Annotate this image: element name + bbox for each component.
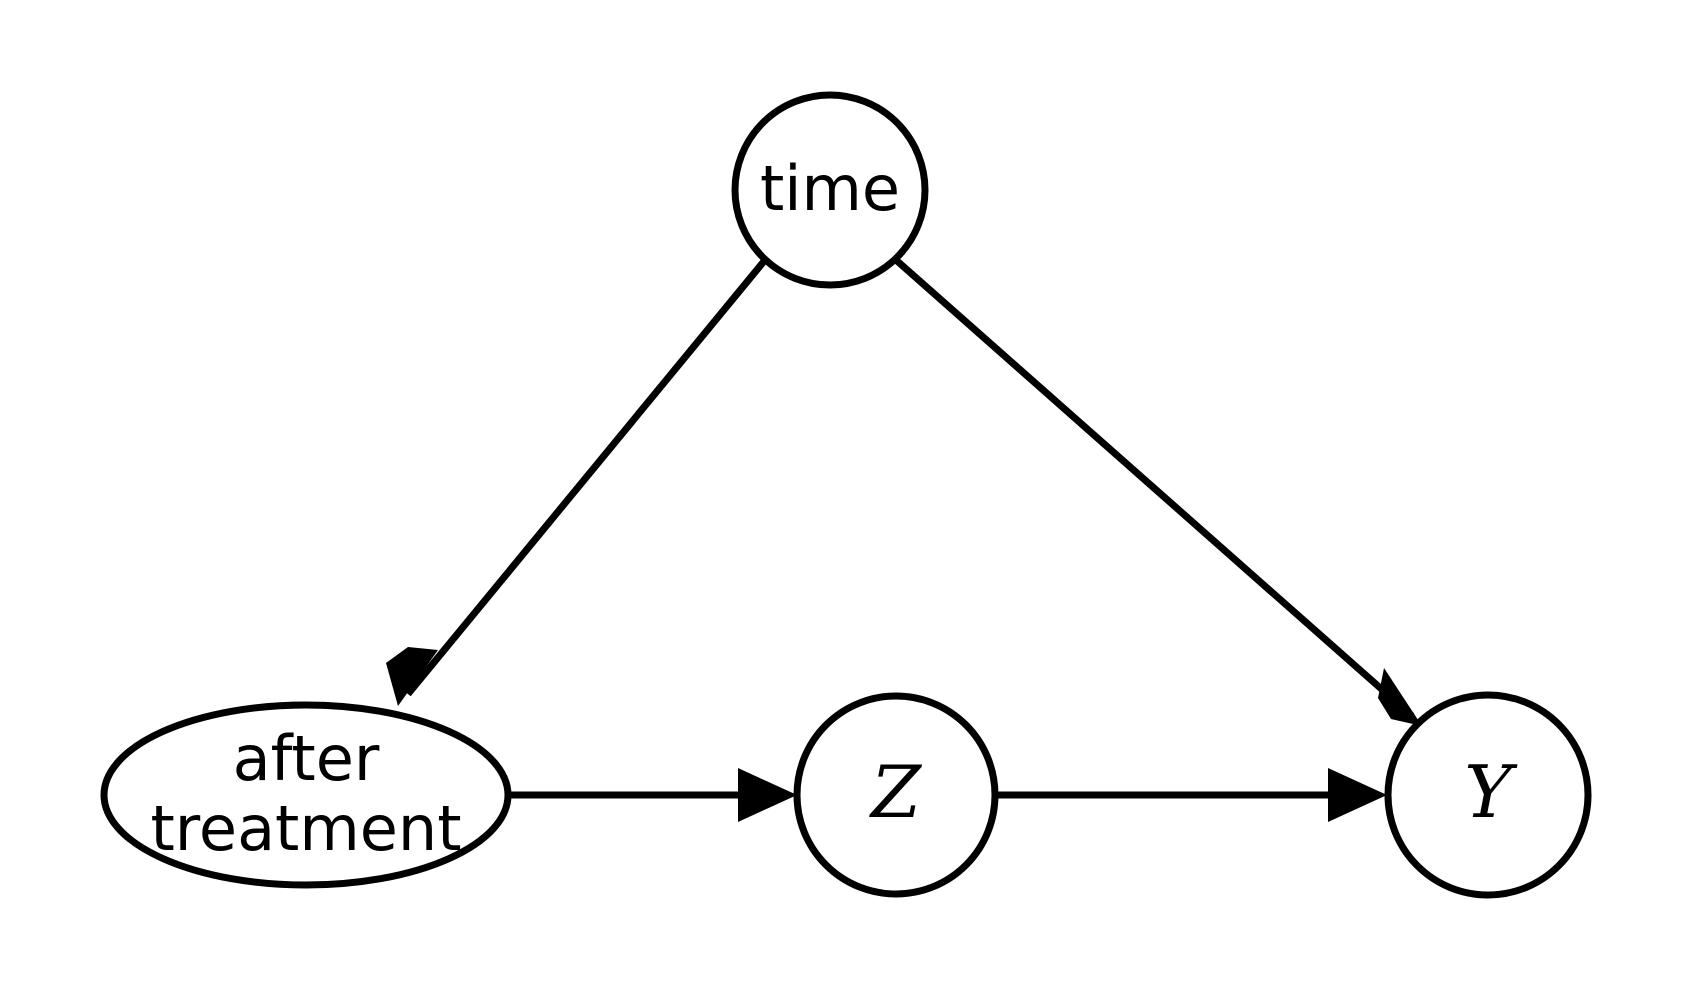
node-shape-time[interactable] (731, 91, 929, 289)
node-label-time: time (760, 152, 900, 225)
node-label-after-treatment-line2: treatment (150, 792, 461, 865)
arrow-head-time-after-treatment (386, 647, 438, 706)
edge-time-to-after-treatment (386, 257, 768, 706)
arrow-head-after-treatment-Z (738, 768, 797, 822)
edge-line-time-after-treatment (405, 257, 768, 697)
node-after-treatment[interactable]: after treatment (100, 701, 512, 889)
edge-time-to-Y (893, 257, 1422, 726)
edge-line-time-Y (893, 257, 1415, 719)
node-shape-after-treatment[interactable] (100, 701, 512, 889)
node-time[interactable]: time (731, 91, 929, 289)
node-Z[interactable]: Z (793, 692, 999, 898)
node-Y[interactable]: Y (1384, 691, 1592, 899)
node-label-Y: Y (1464, 750, 1518, 834)
node-label-after-treatment-line1: after (233, 722, 380, 795)
edge-Z-to-Y (995, 768, 1387, 822)
node-label-Z: Z (869, 750, 923, 834)
node-shape-Y[interactable] (1384, 691, 1592, 899)
arrow-head-time-Y (1378, 668, 1422, 726)
node-shape-Z[interactable] (793, 692, 999, 898)
edge-after-treatment-to-Z (508, 768, 797, 822)
arrow-head-Z-Y (1328, 768, 1387, 822)
